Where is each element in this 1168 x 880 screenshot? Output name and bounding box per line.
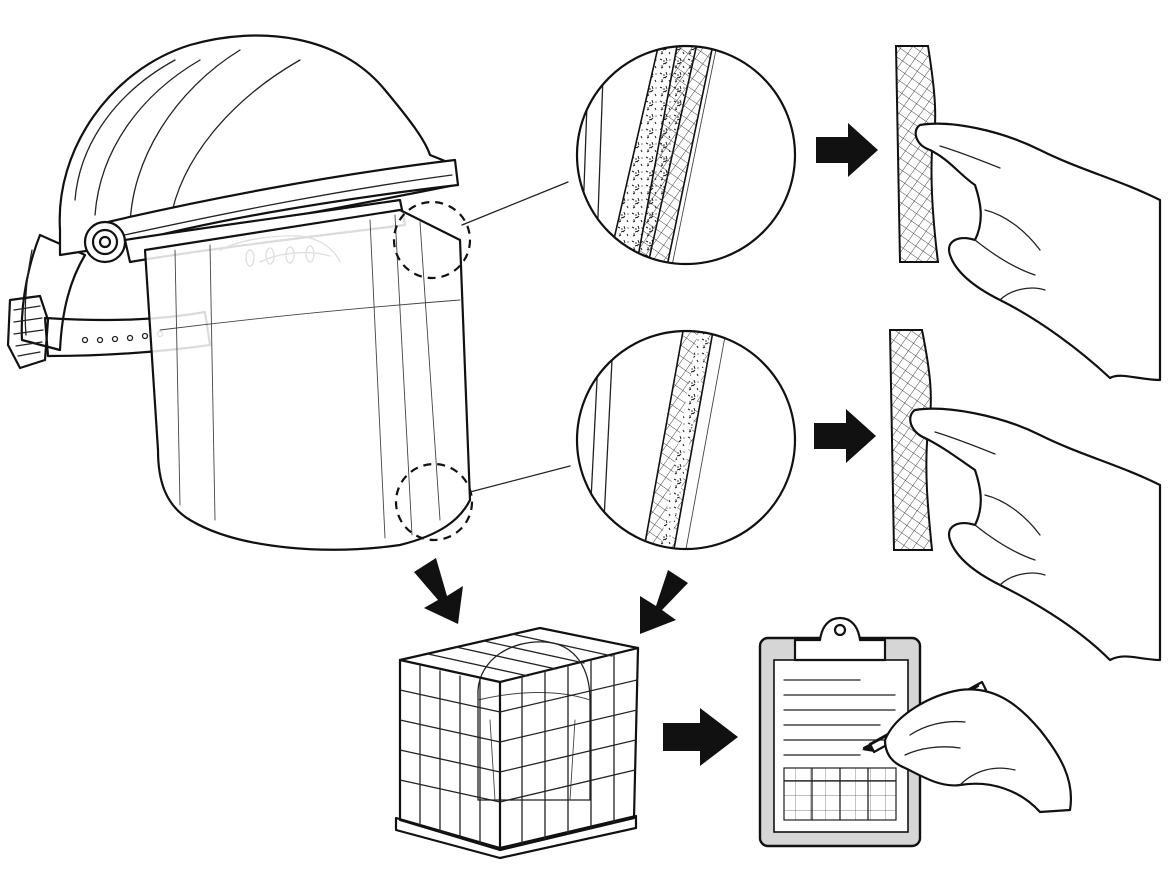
face-shield-helmet-icon xyxy=(6,34,472,551)
leader-line-bottom xyxy=(469,465,571,493)
arrow-down-icon xyxy=(414,558,463,624)
finger-touch-icon xyxy=(894,45,1162,382)
magnifier-circle-top-icon xyxy=(575,44,797,266)
clipboard-icon xyxy=(758,616,1073,848)
arrow-right-icon xyxy=(816,123,878,177)
inspection-circle-top-icon xyxy=(392,200,472,280)
arrow-down-icon xyxy=(640,570,688,634)
finger-touch-icon xyxy=(888,329,1162,662)
wire-cage-icon xyxy=(394,626,640,860)
arrow-right-icon xyxy=(814,409,876,463)
inspection-circle-bottom-icon xyxy=(394,462,474,542)
magnifier-circle-bottom-icon xyxy=(575,329,797,551)
leader-line-top xyxy=(461,181,569,226)
arrow-right-icon xyxy=(663,708,738,766)
